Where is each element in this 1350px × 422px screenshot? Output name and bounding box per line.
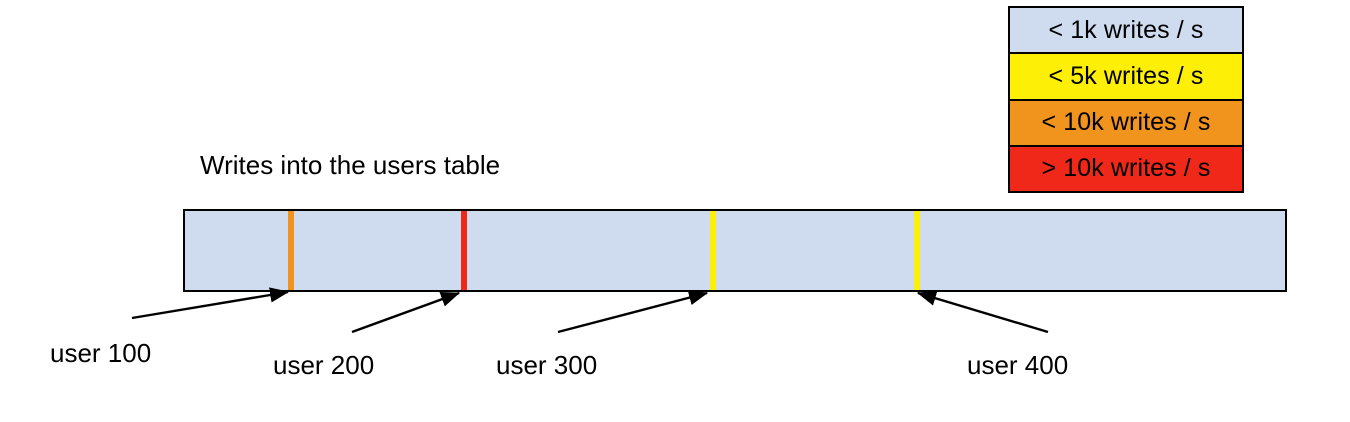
label-user-200: user 200	[273, 350, 375, 380]
arrow-user-300	[557, 290, 709, 334]
legend-label-under-10k: < 10k writes / s	[1041, 108, 1211, 137]
legend-row-under-5k: < 5k writes / s	[1010, 54, 1242, 101]
stripe-user-200	[461, 211, 467, 290]
legend-label-over-10k: > 10k writes / s	[1041, 154, 1211, 183]
users-table-bar	[183, 209, 1287, 292]
arrow-user-200	[351, 291, 461, 334]
arrow-user-100	[131, 287, 290, 320]
legend-label-under-1k: < 1k writes / s	[1048, 15, 1204, 44]
legend-row-under-1k: < 1k writes / s	[1010, 8, 1242, 55]
label-user-300: user 300	[496, 350, 598, 380]
legend-label-under-5k: < 5k writes / s	[1048, 61, 1204, 90]
arrow-user-400	[916, 290, 1049, 334]
stripe-user-300	[710, 211, 716, 290]
label-user-400: user 400	[967, 350, 1069, 380]
chart-title: Writes into the users table	[200, 150, 501, 180]
stripe-user-400	[914, 211, 920, 290]
label-user-100: user 100	[50, 338, 152, 368]
legend-row-under-10k: < 10k writes / s	[1010, 100, 1242, 147]
legend: < 1k writes / s < 5k writes / s < 10k wr…	[1008, 6, 1244, 193]
stripe-user-100	[288, 211, 294, 290]
legend-row-over-10k: > 10k writes / s	[1010, 146, 1242, 191]
